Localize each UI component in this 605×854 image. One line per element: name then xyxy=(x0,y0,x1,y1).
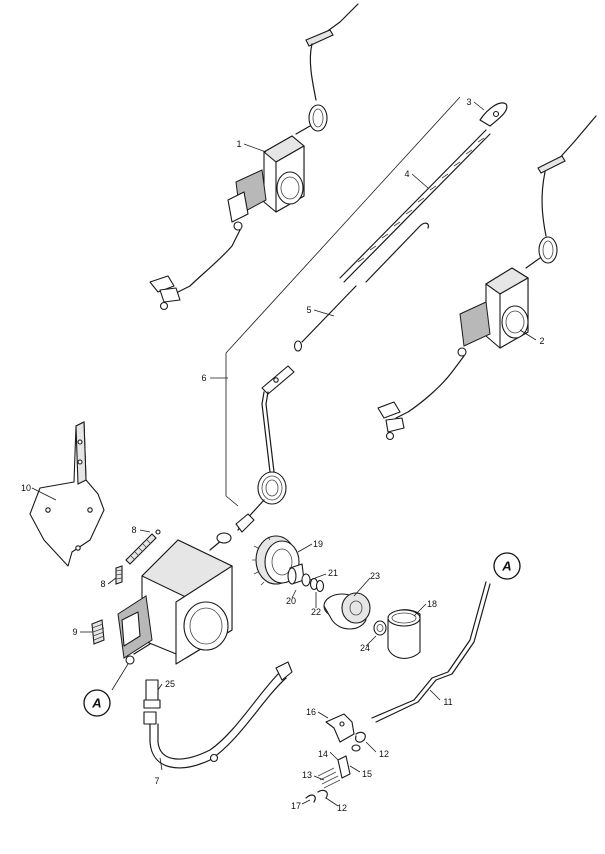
part-8-spring-upper xyxy=(125,529,161,565)
callout-18: 18 xyxy=(427,599,437,609)
part-5-rod xyxy=(293,285,357,352)
callout-12-lower: 12 xyxy=(337,803,347,813)
part-17-clip xyxy=(305,794,316,803)
callout-8-lower: 8 xyxy=(100,579,105,589)
callout-13: 13 xyxy=(302,770,312,780)
reference-mark-a-right: A xyxy=(501,559,511,574)
part-22-washer xyxy=(309,577,325,593)
part-20-shaft xyxy=(287,563,305,585)
callout-22: 22 xyxy=(311,607,321,617)
callout-23: 23 xyxy=(370,571,380,581)
callout-19: 19 xyxy=(313,539,323,549)
part-12-clip-upper xyxy=(355,731,366,743)
callout-16: 16 xyxy=(306,707,316,717)
callout-8-upper: 8 xyxy=(131,525,136,535)
part-4-chain xyxy=(339,129,491,283)
part-9-spring xyxy=(91,619,105,645)
callout-3: 3 xyxy=(466,97,471,107)
part-13-spring xyxy=(317,767,341,789)
part-3-chain-clip xyxy=(479,102,508,127)
callout-10: 10 xyxy=(21,483,31,493)
callout-25: 25 xyxy=(165,679,175,689)
callout-4: 4 xyxy=(404,169,409,179)
main-gearbox-housing xyxy=(117,532,233,665)
part-11-rod xyxy=(371,581,491,723)
leader-lines xyxy=(31,101,537,807)
callout-12-upper: 12 xyxy=(379,749,389,759)
callout-17: 17 xyxy=(291,801,301,811)
part-12-clip-lower xyxy=(317,789,328,799)
reference-mark-a-left-circle xyxy=(83,689,111,717)
callout-5: 5 xyxy=(306,305,311,315)
part-15-washer xyxy=(351,744,361,752)
part-18-belt-ring xyxy=(387,609,421,659)
part-25-fitting xyxy=(143,679,161,709)
callout-15: 15 xyxy=(362,769,372,779)
callout-9: 9 xyxy=(72,627,77,637)
part-23-pulley xyxy=(323,592,371,630)
part-2-cable-adjuster-assembly xyxy=(377,115,597,441)
callout-7: 7 xyxy=(154,776,159,786)
callout-21: 21 xyxy=(328,568,338,578)
part-21-washer xyxy=(301,573,311,587)
callout-2: 2 xyxy=(539,336,544,346)
group-bracket xyxy=(225,96,461,507)
callout-11: 11 xyxy=(443,697,452,707)
part-6-spring-lever xyxy=(235,365,295,533)
part-24-bushing xyxy=(373,620,387,636)
part-16-bracket xyxy=(325,713,355,743)
part-14-pin xyxy=(337,755,351,779)
part-1-cable-adjuster-assembly xyxy=(149,3,359,311)
callout-1: 1 xyxy=(236,139,241,149)
part-8-spring-lower xyxy=(115,565,123,585)
part-10-mounting-bracket xyxy=(29,421,105,567)
reference-mark-a-right-circle xyxy=(493,552,521,580)
callout-6: 6 xyxy=(201,373,206,383)
part-7-hose xyxy=(143,661,293,769)
reference-mark-a-left: A xyxy=(91,696,101,711)
callout-14: 14 xyxy=(318,749,328,759)
callout-20: 20 xyxy=(286,596,296,606)
callout-24: 24 xyxy=(360,643,370,653)
